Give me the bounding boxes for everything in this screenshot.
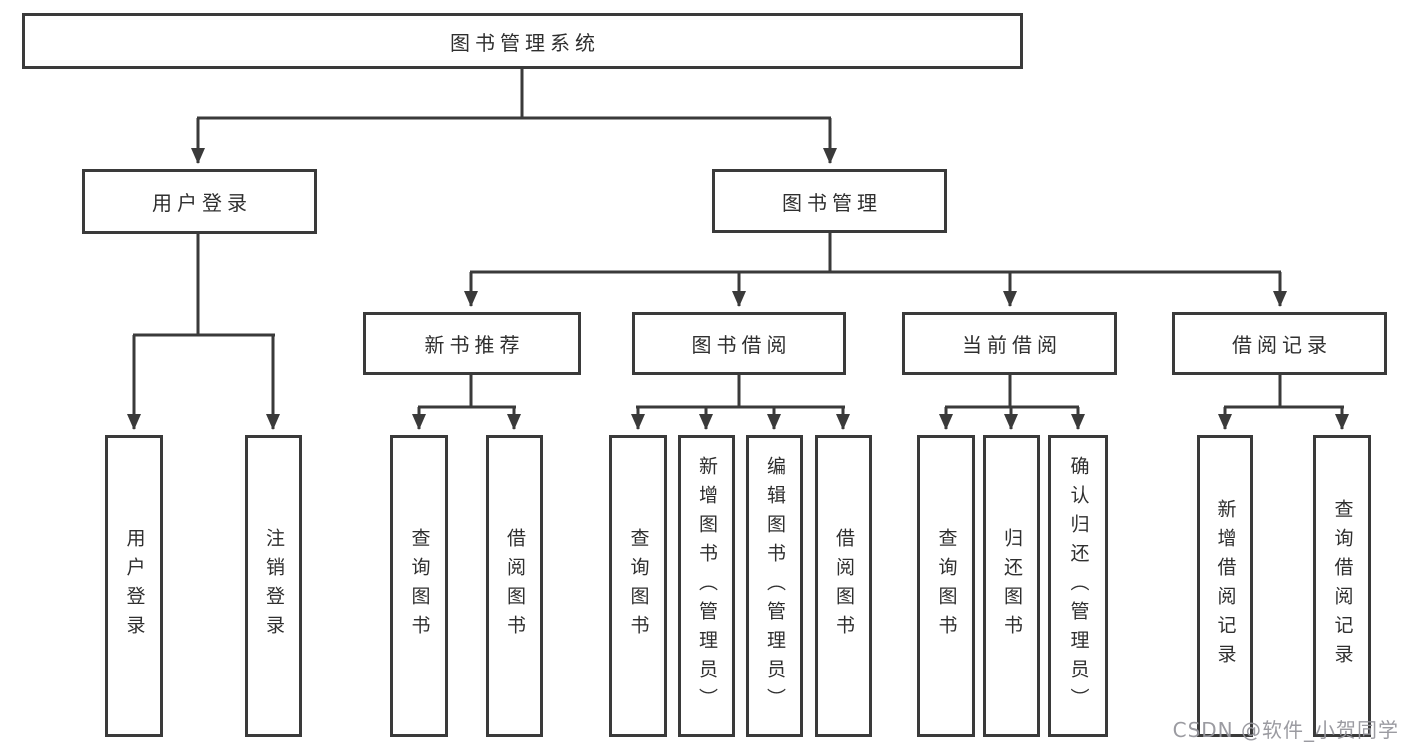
leaf-user-login-label: 用户登录: [123, 528, 146, 644]
node-book-borrow-label: 图书借阅: [691, 333, 792, 357]
edge-new-book-recommend-children: [412, 375, 521, 430]
leaf-edit-books-admin-label: 编辑图书（管理员）: [764, 455, 786, 717]
leaf-query-books-borrow-label: 查询图书: [627, 528, 650, 644]
edge-current-borrow-children: [939, 375, 1085, 430]
leaf-confirm-return-admin: 确认归还（管理员）: [1048, 435, 1108, 737]
leaf-borrow-books-recommend: 借阅图书: [486, 435, 543, 737]
leaf-query-borrow-record: 查询借阅记录: [1313, 435, 1371, 737]
leaf-return-books: 归还图书: [983, 435, 1040, 737]
leaf-add-borrow-record-label: 新增借阅记录: [1214, 499, 1237, 673]
node-library-system-label: 图书管理系统: [450, 30, 600, 55]
node-new-book-recommend: 新书推荐: [363, 312, 581, 375]
leaf-confirm-return-admin-label: 确认归还（管理员）: [1067, 455, 1090, 717]
leaf-logout-label: 注销登录: [263, 528, 285, 644]
edge-user-login-children: [127, 234, 280, 430]
leaf-add-books-admin: 新增图书（管理员）: [678, 435, 735, 737]
node-user-login: 用户登录: [82, 169, 317, 234]
node-book-management-label: 图书管理: [782, 190, 882, 215]
node-library-system: 图书管理系统: [22, 13, 1023, 69]
edge-borrow-records-children: [1218, 375, 1349, 430]
csdn-watermark: CSDN @软件_小贺同学: [1172, 718, 1399, 742]
node-borrow-records: 借阅记录: [1172, 312, 1387, 375]
leaf-query-books-borrow: 查询图书: [609, 435, 667, 737]
leaf-add-borrow-record: 新增借阅记录: [1197, 435, 1253, 737]
leaf-borrow-books-recommend-label: 借阅图书: [504, 528, 526, 644]
leaf-user-login: 用户登录: [105, 435, 163, 737]
edge-book-borrow-children: [631, 375, 850, 430]
leaf-query-books-recommend-label: 查询图书: [408, 528, 431, 644]
leaf-borrow-books: 借阅图书: [815, 435, 872, 737]
leaf-query-books-current-label: 查询图书: [935, 528, 958, 644]
node-new-book-recommend-label: 新书推荐: [424, 333, 525, 357]
node-book-borrow: 图书借阅: [632, 312, 846, 375]
leaf-edit-books-admin: 编辑图书（管理员）: [746, 435, 803, 737]
leaf-return-books-label: 归还图书: [1001, 528, 1023, 644]
node-borrow-records-label: 借阅记录: [1232, 333, 1332, 357]
leaf-query-books-current: 查询图书: [917, 435, 975, 737]
leaf-borrow-books-label: 借阅图书: [833, 528, 855, 644]
leaf-logout: 注销登录: [245, 435, 302, 737]
edge-root-split: [191, 69, 837, 164]
leaf-add-books-admin-label: 新增图书（管理员）: [696, 455, 718, 717]
node-current-borrow-label: 当前借阅: [962, 333, 1062, 357]
node-current-borrow: 当前借阅: [902, 312, 1117, 375]
node-user-login-label: 用户登录: [152, 191, 252, 215]
leaf-query-borrow-record-label: 查询借阅记录: [1331, 499, 1354, 673]
edge-book-management-split: [464, 233, 1287, 307]
leaf-query-books-recommend: 查询图书: [390, 435, 448, 737]
node-book-management: 图书管理: [712, 169, 947, 233]
